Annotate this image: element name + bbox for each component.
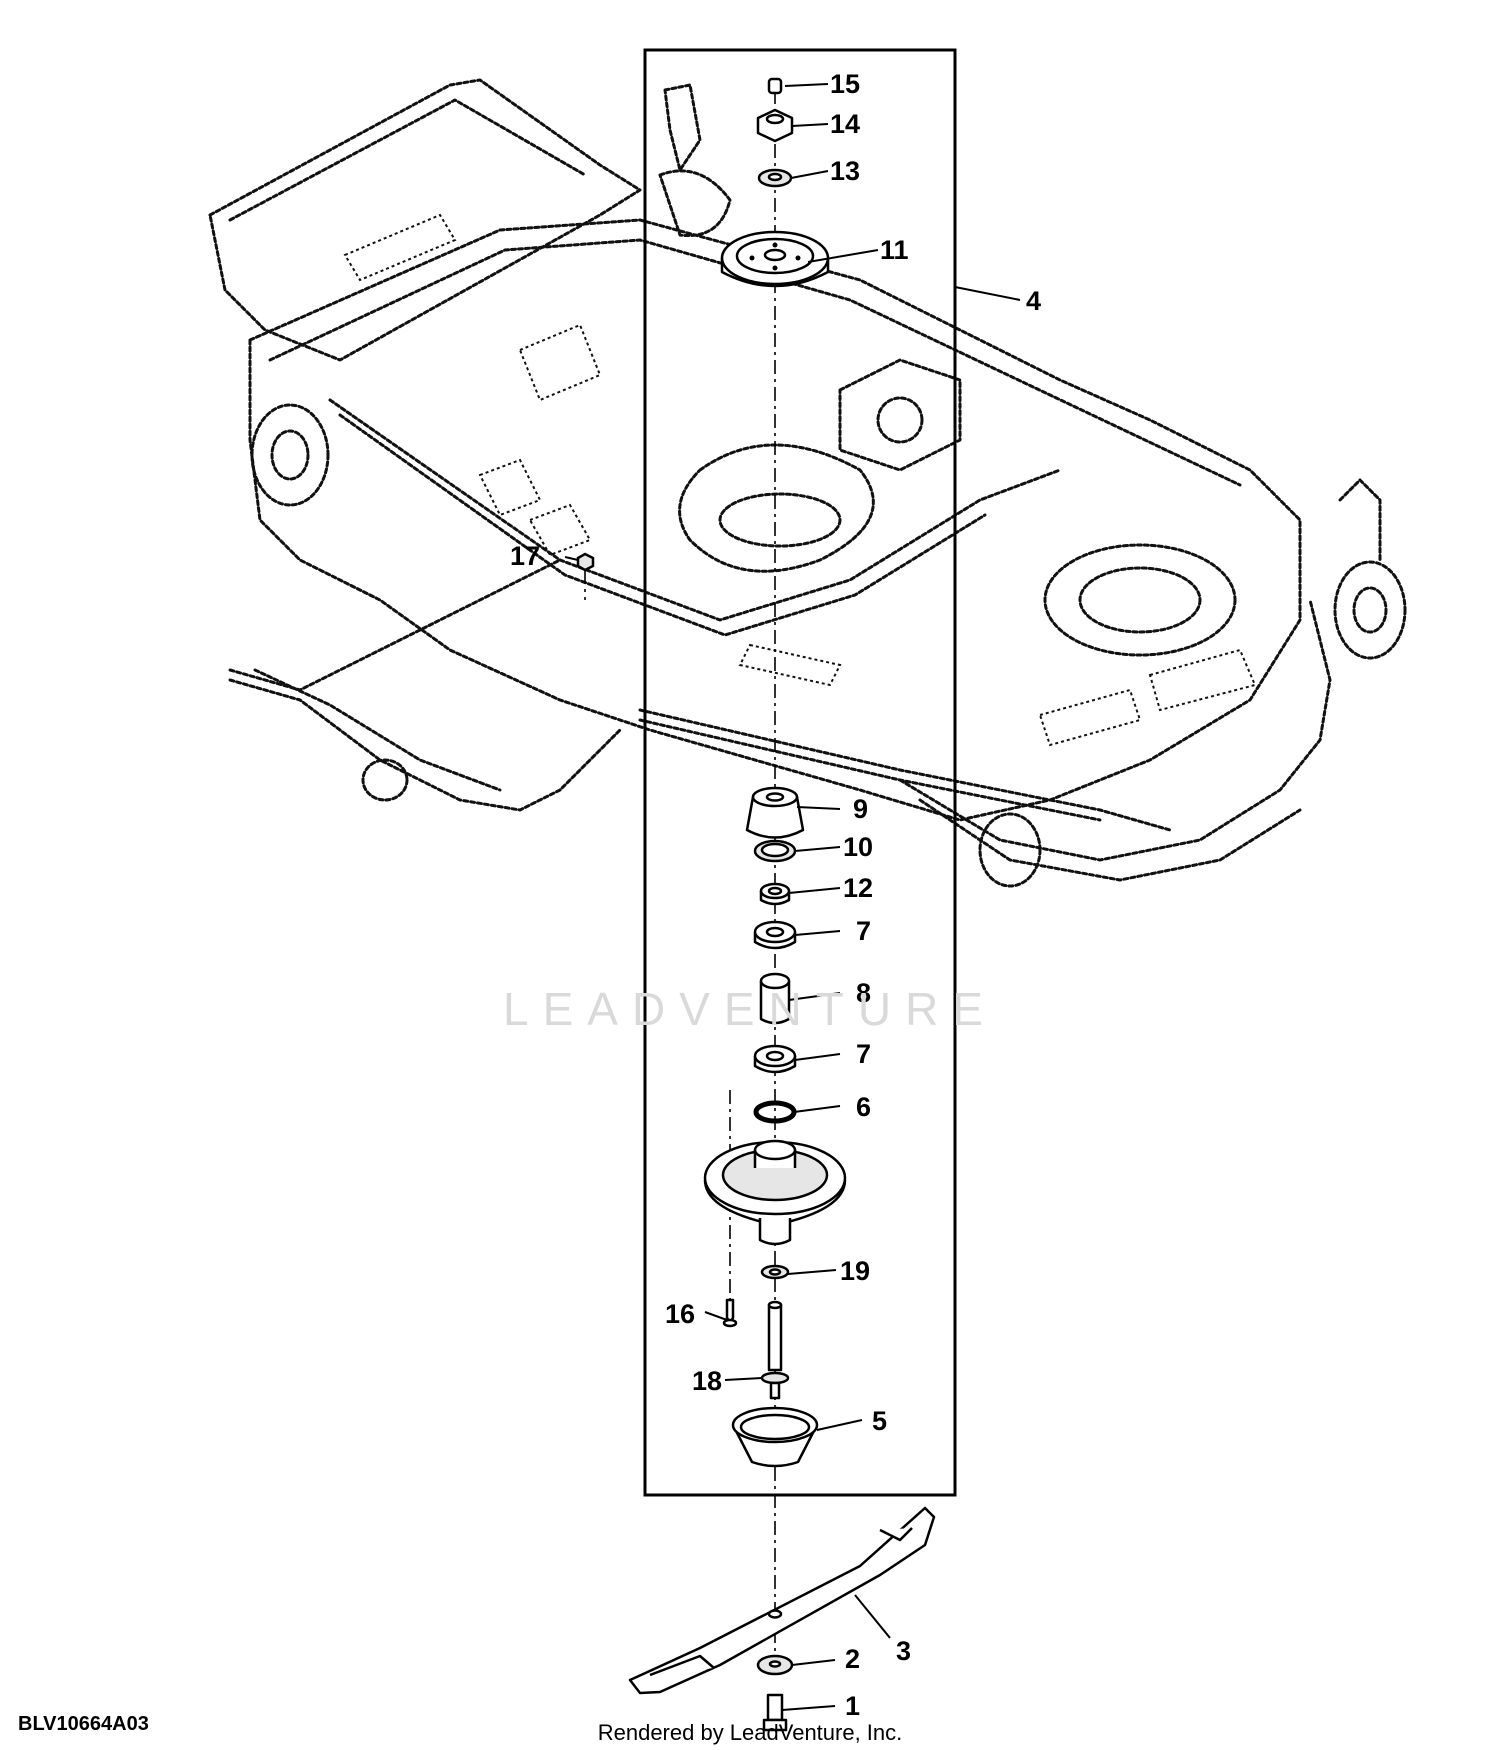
part-grease-fitting — [767, 77, 783, 95]
part-sleeve — [759, 972, 791, 1025]
callout-15: 15 — [830, 69, 860, 99]
figure-id: BLV10664A03 — [18, 1713, 149, 1735]
part-spindle-shaft — [760, 1300, 790, 1400]
part-nut — [756, 108, 794, 143]
callout-12: 12 — [843, 873, 873, 903]
callout-5: 5 — [872, 1406, 887, 1436]
part-pulley — [720, 230, 830, 288]
mower-deck-outline — [208, 78, 1407, 888]
callout-19: 19 — [840, 1256, 870, 1286]
callout-7-upper: 7 — [856, 916, 871, 946]
part-locknut — [576, 552, 595, 572]
callout-17: 17 — [510, 541, 540, 571]
part-spacer-lower — [753, 1044, 797, 1074]
callout-13: 13 — [830, 156, 860, 186]
callout-4: 4 — [1026, 286, 1041, 316]
callout-8: 8 — [856, 978, 871, 1008]
part-bearing — [759, 882, 791, 906]
leader-lines — [564, 83, 1021, 1711]
part-spacer-upper — [753, 920, 797, 950]
part-cup — [731, 1406, 819, 1468]
callout-7-lower: 7 — [856, 1039, 871, 1069]
callout-1: 1 — [845, 1691, 860, 1721]
callout-16: 16 — [665, 1299, 695, 1329]
part-washer-lower — [760, 1264, 790, 1280]
part-screw — [722, 1298, 738, 1328]
part-washer-top — [757, 168, 793, 188]
part-blade-washer — [756, 1654, 794, 1676]
part-seal — [753, 839, 797, 863]
credit-line: Rendered by LeadVenture, Inc. — [598, 1720, 903, 1745]
watermark: LEADVENTURE — [503, 983, 997, 1035]
callout-labels: 15 14 13 11 4 17 9 10 12 7 8 7 6 19 16 1… — [510, 69, 1041, 1721]
callout-18: 18 — [692, 1366, 722, 1396]
part-blade-bolt — [762, 1693, 788, 1732]
callout-14: 14 — [830, 109, 860, 139]
part-cap — [745, 786, 805, 839]
callout-10: 10 — [843, 832, 873, 862]
callout-11: 11 — [880, 235, 909, 265]
callout-2: 2 — [845, 1644, 860, 1674]
callout-3: 3 — [896, 1636, 911, 1666]
part-blade — [628, 1506, 936, 1695]
callout-6: 6 — [856, 1092, 871, 1122]
spindle-assembly-frame — [643, 48, 957, 1497]
callout-9: 9 — [853, 794, 868, 824]
part-spindle-housing — [703, 1139, 847, 1246]
